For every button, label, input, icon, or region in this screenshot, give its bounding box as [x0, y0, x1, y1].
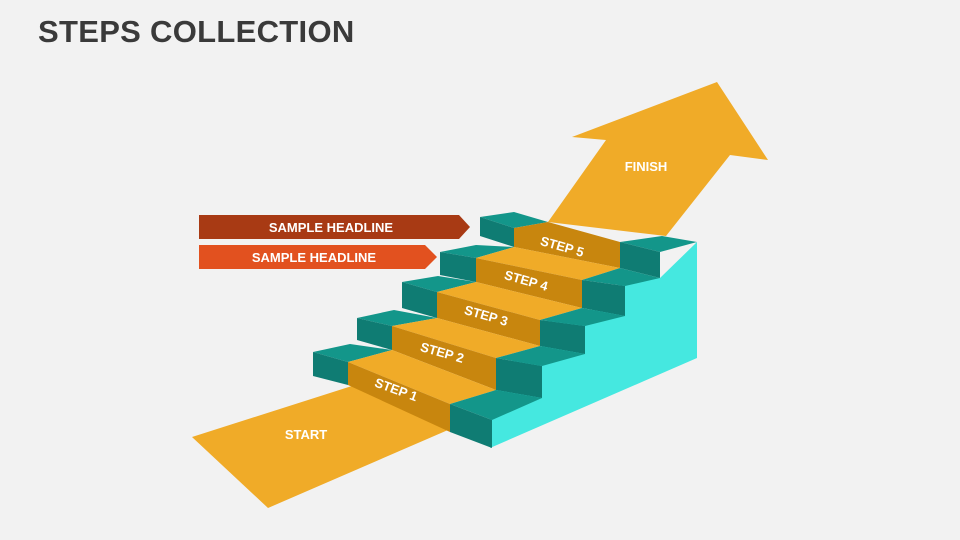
finish-arrow	[548, 82, 768, 236]
headline-banner-2-shape	[199, 245, 437, 269]
step-3-tread	[437, 282, 582, 320]
step-2-front-left	[357, 318, 392, 350]
step-1-front-right	[450, 404, 492, 448]
step-1-top-right	[450, 390, 542, 420]
headline-banner-1: SAMPLE HEADLINE	[199, 215, 470, 239]
step-2-tread	[392, 318, 540, 358]
step-1-band	[348, 362, 450, 432]
headline-banner-2-text: SAMPLE HEADLINE	[252, 250, 377, 265]
step-1-top-left	[313, 344, 392, 362]
step-4-front-left	[440, 252, 476, 282]
step-2-top-right	[496, 346, 585, 366]
start-label: START	[285, 427, 327, 442]
step-5-top-left	[480, 212, 548, 228]
step-3: STEP 3	[402, 276, 625, 354]
step-2: STEP 2	[357, 310, 585, 398]
step-2-front-right	[496, 358, 542, 398]
step-5-top-right	[620, 236, 697, 252]
step-4-top-right	[582, 268, 660, 286]
headline-banner-1-text: SAMPLE HEADLINE	[269, 220, 394, 235]
step-5-front-left	[480, 217, 514, 247]
step-4-front-right	[582, 280, 625, 316]
start-arrow-tail	[192, 385, 448, 508]
step-2-band	[392, 326, 496, 390]
step-2-top-left	[357, 310, 437, 326]
step-5-band	[514, 222, 620, 268]
step-3-band	[437, 292, 540, 346]
step-3-top-right	[540, 308, 625, 326]
step-4-top-left	[440, 245, 514, 258]
step-4-tread	[476, 247, 620, 280]
step-3-front-right	[540, 320, 585, 354]
step-3-front-left	[402, 282, 437, 318]
page-title: STEPS COLLECTION	[38, 14, 355, 49]
step-1-tread	[348, 350, 496, 404]
headline-banner-1-shape	[199, 215, 470, 239]
step-4-band	[476, 258, 582, 308]
step-3-top-left	[402, 276, 476, 292]
headline-banner-2: SAMPLE HEADLINE	[199, 245, 437, 269]
finish-label: FINISH	[625, 159, 668, 174]
step-1: STEP 1	[313, 344, 542, 448]
step-1-front-left	[313, 352, 348, 385]
step-5-front-right	[620, 242, 660, 278]
step-4: STEP 4	[440, 245, 660, 316]
